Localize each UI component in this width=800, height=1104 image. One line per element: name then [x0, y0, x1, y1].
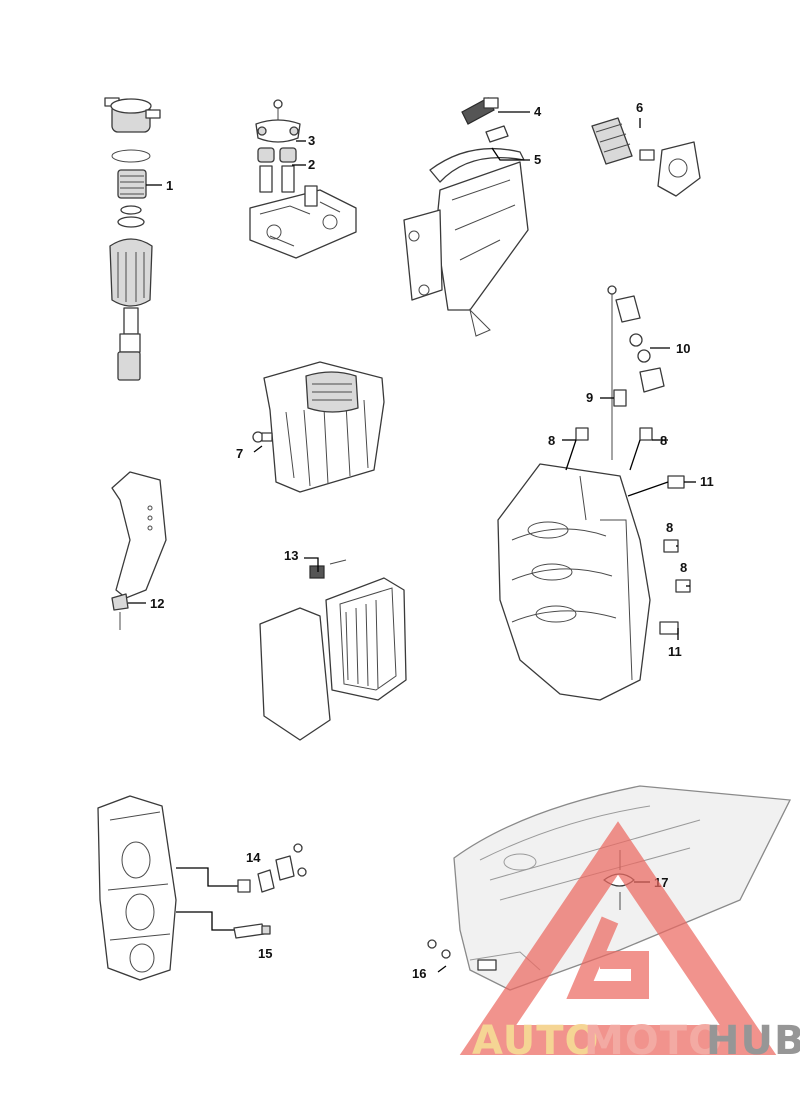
watermark-triangle-icon — [459, 821, 777, 1055]
callout-8-d: 8 — [680, 560, 687, 575]
watermark-auto-text: AUTO — [472, 1018, 600, 1064]
callout-1: 1 — [166, 178, 173, 193]
callout-12: 12 — [150, 596, 164, 611]
callout-14: 14 — [246, 850, 261, 865]
callout-6: 6 — [636, 100, 643, 115]
mounting-bracket: 12 — [111, 471, 167, 630]
callout-2: 2 — [308, 157, 315, 172]
exhaust-housing-assembly: 7 — [236, 361, 385, 493]
callout-10: 10 — [676, 341, 690, 356]
callout-7: 7 — [236, 446, 243, 461]
callout-8-a: 8 — [548, 433, 555, 448]
callout-5: 5 — [534, 152, 541, 167]
watermark-hub-text: HUB — [706, 1018, 800, 1064]
callout-11-b: 11 — [668, 644, 682, 659]
watermark-logo: AUTO MOTO HUB — [459, 821, 800, 1064]
callout-8-c: 8 — [666, 520, 673, 535]
callout-9: 9 — [586, 390, 593, 405]
intake-manifold-assembly: 4 5 — [403, 97, 542, 337]
callout-13: 13 — [284, 548, 298, 563]
callout-11-a: 11 — [700, 474, 714, 489]
callout-3: 3 — [308, 133, 315, 148]
callout-16: 16 — [412, 966, 426, 981]
watermark-inner-mark-icon — [566, 916, 649, 999]
callout-15: 15 — [258, 946, 272, 961]
engine-block-assembly: 10 9 8 8 11 8 8 11 — [497, 285, 714, 701]
fuel-filter-assembly: 1 — [104, 97, 173, 381]
oil-filter-assembly: 6 — [591, 100, 701, 197]
watermark-moto-text: MOTO — [584, 1018, 723, 1064]
cover-gasket-assembly: 13 — [259, 548, 407, 741]
callout-8-b: 8 — [660, 433, 667, 448]
cylinder-head-assembly: 14 15 — [97, 795, 307, 981]
callout-4: 4 — [534, 104, 542, 119]
fuel-module-assembly: 3 2 — [249, 99, 357, 259]
